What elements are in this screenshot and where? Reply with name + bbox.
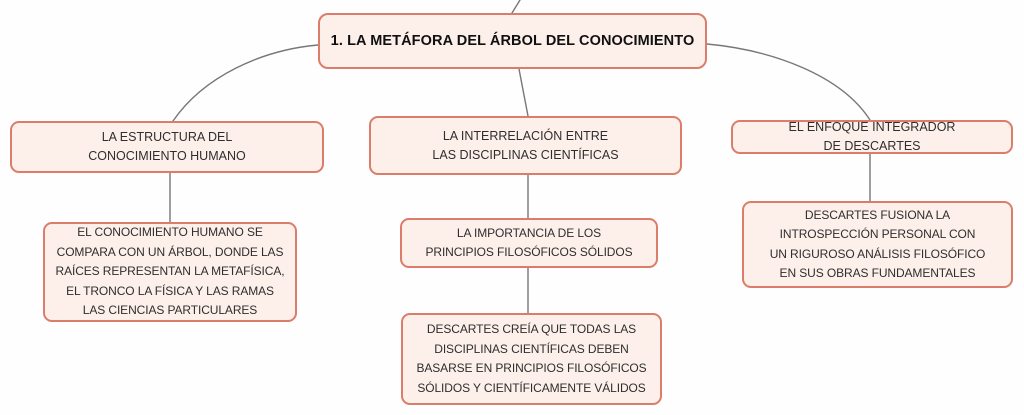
child-label: EL CONOCIMIENTO HUMANO SE COMPARA CON UN… (55, 225, 285, 318)
branch-node-interrelacion[interactable]: LA INTERRELACIÓN ENTRE LAS DISCIPLINAS C… (369, 116, 682, 175)
connector-root-to-parent (511, 0, 521, 14)
child-node-importancia-principios[interactable]: LA IMPORTANCIA DE LOS PRINCIPIOS FILOSÓF… (400, 218, 658, 268)
branch-label: LA ESTRUCTURA DEL CONOCIMIENTO HUMANO (88, 130, 246, 163)
child-node-descartes-creia[interactable]: DESCARTES CREÍA QUE TODAS LAS DISCIPLINA… (401, 313, 662, 405)
child-label: LA IMPORTANCIA DE LOS PRINCIPIOS FILOSÓF… (425, 225, 633, 260)
branch-node-estructura[interactable]: LA ESTRUCTURA DEL CONOCIMIENTO HUMANO (10, 121, 324, 173)
child-label: DESCARTES FUSIONA LA INTROSPECCIÓN PERSO… (769, 207, 986, 281)
branch-node-enfoque[interactable]: EL ENFOQUE INTEGRADOR DE DESCARTES (731, 120, 1013, 154)
root-topic-node[interactable]: 1. LA METÁFORA DEL ÁRBOL DEL CONOCIMIENT… (318, 13, 707, 69)
child-label: DESCARTES CREÍA QUE TODAS LAS DISCIPLINA… (416, 322, 647, 395)
branch-label: EL ENFOQUE INTEGRADOR DE DESCARTES (788, 120, 956, 153)
child-node-conocimiento-arbol[interactable]: EL CONOCIMIENTO HUMANO SE COMPARA CON UN… (43, 222, 297, 322)
child-node-descartes-fusiona[interactable]: DESCARTES FUSIONA LA INTROSPECCIÓN PERSO… (742, 201, 1013, 288)
connector-root-to-branch-right (706, 43, 871, 121)
connector-root-to-branch-left (172, 44, 319, 122)
root-topic-label: 1. LA METÁFORA DEL ÁRBOL DEL CONOCIMIENT… (330, 33, 695, 49)
branch-label: LA INTERRELACIÓN ENTRE LAS DISCIPLINAS C… (432, 128, 619, 162)
connector-root-to-branch-mid (518, 68, 529, 117)
